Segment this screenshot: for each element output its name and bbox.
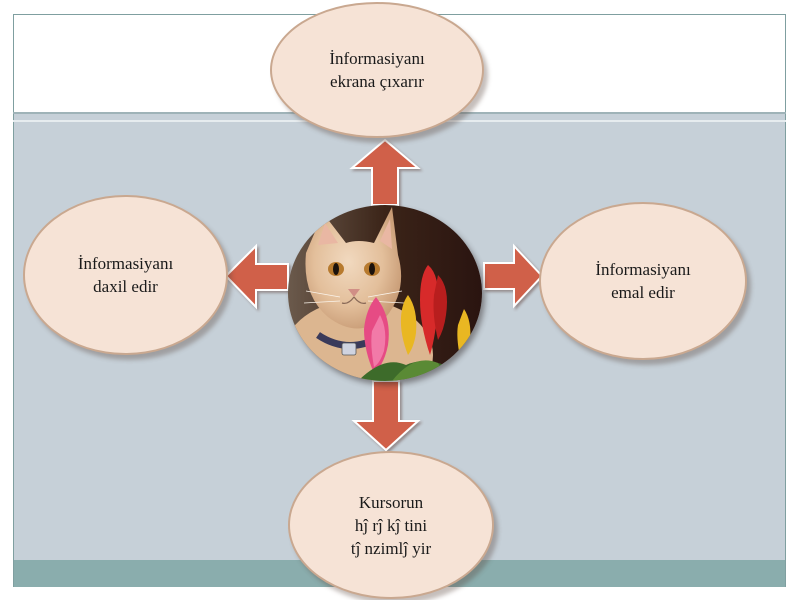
node-right-line-1: İnformasiyanı	[595, 260, 691, 279]
node-top-line-1: İnformasiyanı	[329, 49, 425, 68]
node-right-line-2: emal edir	[611, 283, 675, 302]
node-left-line-2: daxil edir	[93, 277, 158, 296]
node-bottom-line-1: Kursorun	[358, 492, 424, 512]
node-bottom-line-3: tĵ nzimlĵ yir	[350, 538, 432, 558]
cat-with-flowers-photo	[288, 205, 482, 381]
node-input: İnformasiyanı daxil edir	[23, 195, 228, 355]
arrow-left	[224, 243, 289, 310]
node-bottom-line-2: hĵ rĵ kĵ tini	[354, 515, 428, 535]
arrow-up	[349, 138, 421, 206]
node-left-line-1: İnformasiyanı	[77, 254, 174, 273]
node-processing: İnformasiyanı emal edir	[539, 202, 747, 360]
node-top-line-2: ekrana çıxarır	[330, 72, 424, 91]
node-cursor-control: Kursorun hĵ rĵ kĵ tini tĵ nzimlĵ yir	[288, 451, 494, 599]
arrow-down	[351, 380, 421, 452]
arrow-right	[483, 243, 544, 309]
node-output-to-screen: İnformasiyanı ekrana çıxarır	[270, 2, 484, 138]
